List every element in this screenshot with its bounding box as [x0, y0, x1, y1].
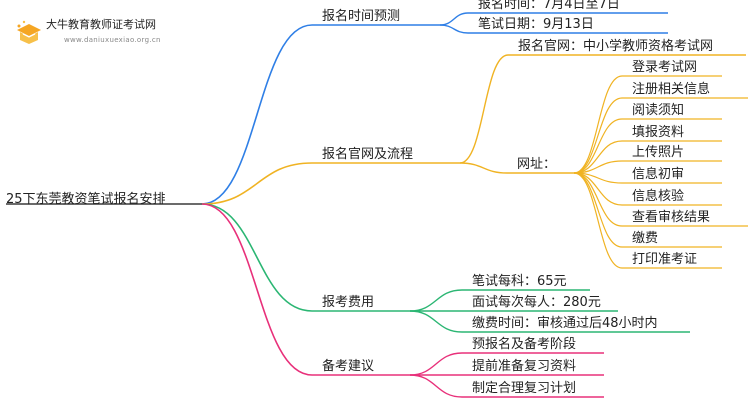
connector-curve [201, 203, 313, 376]
subtopic: 报名时间：7月4日至7日 [478, 0, 620, 12]
process-step: 登录考试网 [632, 60, 698, 75]
connector-curve [409, 352, 463, 376]
connector-curve [409, 374, 463, 398]
branch-topic: 报考费用 [322, 295, 375, 310]
book-logo-icon [17, 20, 41, 44]
logo-site-url: www.daniuxuexiao.org.cn [64, 36, 161, 44]
subtopic: 笔试每科：65元 [472, 274, 567, 289]
site-logo: 大牛教育教师证考试网 www.daniuxuexiao.org.cn [14, 14, 214, 52]
logo-site-name: 大牛教育教师证考试网 [46, 18, 156, 31]
subtopic: 面试每次每人：280元 [472, 295, 601, 310]
connector-curve [573, 172, 623, 248]
process-step: 阅读须知 [632, 103, 685, 118]
connector-curve [409, 289, 463, 312]
connector-curve [459, 54, 509, 164]
subtopic: 网址： [517, 157, 557, 172]
process-step: 填报资料 [632, 125, 685, 140]
connector-curve [439, 12, 469, 26]
subtopic: 笔试日期：9月13日 [478, 17, 594, 32]
process-step: 注册相关信息 [632, 82, 711, 97]
connector-curve [201, 162, 313, 205]
subtopic: 缴费时间：审核通过后48小时内 [472, 316, 658, 331]
process-step: 信息核验 [632, 189, 685, 204]
connector-curve [573, 118, 623, 174]
connector-curve [201, 24, 313, 205]
connector-curve [439, 24, 469, 34]
root-topic: 25下东莞教资笔试报名安排 [6, 192, 166, 207]
process-step: 打印准考证 [632, 252, 698, 267]
subtopic: 预报名及备考阶段 [472, 337, 577, 352]
process-step: 查看审核结果 [632, 210, 711, 225]
connector-curve [573, 140, 623, 174]
process-step: 信息初审 [632, 167, 685, 182]
connector-curve [573, 97, 623, 174]
subtopic: 制定合理复习计划 [472, 381, 577, 396]
branch-topic: 报名官网及流程 [322, 147, 414, 162]
connector-curve [409, 310, 463, 333]
connector-curve [201, 203, 313, 312]
process-step: 上传照片 [632, 145, 685, 160]
subtopic: 提前准备复习资料 [472, 359, 577, 374]
connector-curve [573, 75, 623, 174]
connector-curve [573, 172, 623, 227]
subtopic: 报名官网：中小学教师资格考试网 [518, 39, 714, 54]
process-step: 缴费 [632, 231, 659, 246]
connector-curve [573, 172, 623, 269]
branch-topic: 备考建议 [322, 359, 375, 374]
connector-curve [459, 162, 508, 174]
branch-topic: 报名时间预测 [322, 9, 401, 24]
